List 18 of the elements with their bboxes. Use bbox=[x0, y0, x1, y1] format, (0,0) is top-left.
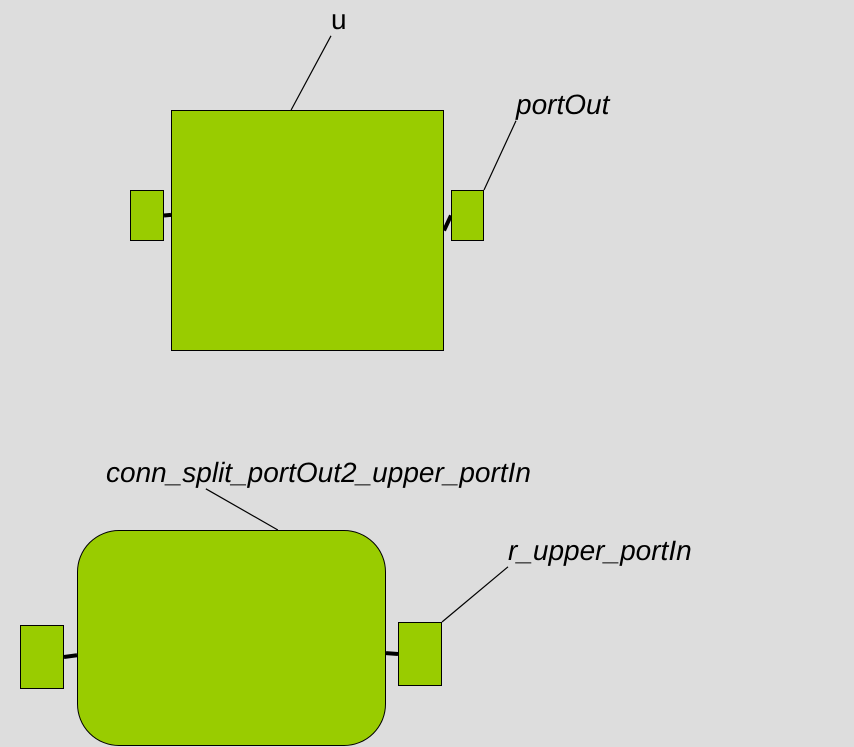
port-block bbox=[451, 190, 484, 241]
leader-line bbox=[290, 36, 332, 110]
leader-line bbox=[442, 566, 508, 622]
label-text: u bbox=[331, 5, 347, 36]
port-block bbox=[20, 625, 64, 689]
label-text: conn_split_portOut2_upper_portIn bbox=[106, 458, 531, 489]
connector-line bbox=[442, 214, 453, 232]
label-text: portOut bbox=[516, 90, 610, 121]
port-block bbox=[130, 190, 164, 241]
connector-line bbox=[164, 212, 172, 218]
rounded-block bbox=[77, 530, 386, 746]
connector-line bbox=[386, 651, 398, 656]
connector-line bbox=[64, 653, 78, 659]
leader-line bbox=[483, 120, 517, 190]
component-block bbox=[171, 110, 444, 351]
label-text: r_upper_portIn bbox=[508, 536, 692, 567]
leader-line bbox=[206, 488, 278, 531]
port-block bbox=[398, 622, 442, 686]
